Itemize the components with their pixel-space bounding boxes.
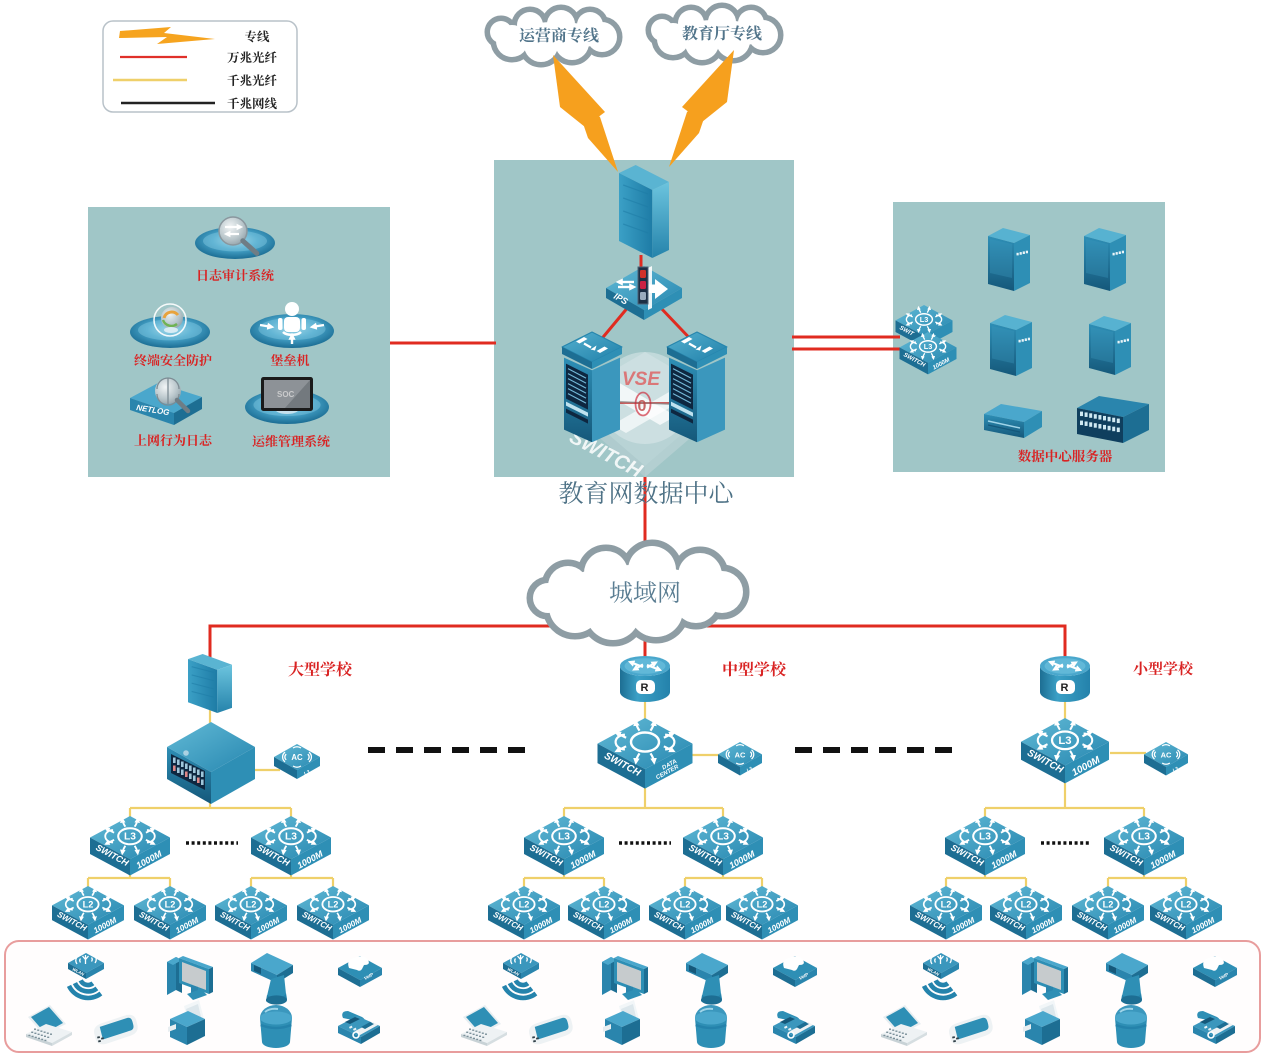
svg-text:L2: L2 bbox=[941, 899, 952, 909]
svg-text:L3: L3 bbox=[1172, 766, 1180, 774]
svg-text:VSE: VSE bbox=[622, 369, 661, 390]
svg-text:R: R bbox=[1061, 682, 1069, 694]
svg-text:AC: AC bbox=[291, 753, 303, 762]
svg-text:L3: L3 bbox=[924, 342, 933, 351]
svg-text:L3: L3 bbox=[920, 315, 929, 324]
svg-text:L3: L3 bbox=[558, 832, 570, 843]
svg-text:0: 0 bbox=[638, 398, 647, 415]
svg-text:L2: L2 bbox=[519, 899, 530, 909]
svg-text:AC: AC bbox=[735, 750, 746, 759]
svg-text:L2: L2 bbox=[680, 899, 691, 909]
svg-text:L3: L3 bbox=[746, 766, 754, 774]
svg-text:WLAN: WLAN bbox=[927, 966, 941, 977]
svg-text:L2: L2 bbox=[165, 899, 176, 909]
svg-text:AC: AC bbox=[1161, 750, 1172, 759]
svg-text:R: R bbox=[641, 682, 649, 694]
svg-text:L3: L3 bbox=[1058, 735, 1071, 747]
svg-text:VoIP: VoIP bbox=[363, 971, 375, 981]
svg-text:L2: L2 bbox=[757, 899, 768, 909]
svg-text:L2: L2 bbox=[1103, 899, 1114, 909]
svg-text:L3: L3 bbox=[124, 832, 136, 843]
svg-text:L2: L2 bbox=[1181, 899, 1192, 909]
svg-text:L2: L2 bbox=[1021, 899, 1032, 909]
svg-text:WLAN: WLAN bbox=[507, 966, 521, 977]
svg-text:L3: L3 bbox=[1138, 832, 1150, 843]
svg-text:L2: L2 bbox=[328, 899, 339, 909]
svg-text:VoIP: VoIP bbox=[798, 971, 810, 981]
svg-text:L2: L2 bbox=[83, 899, 94, 909]
svg-text:L3: L3 bbox=[285, 832, 297, 843]
svg-text:L2: L2 bbox=[599, 899, 610, 909]
svg-text:L3: L3 bbox=[303, 769, 311, 777]
svg-text:SOC: SOC bbox=[277, 390, 295, 399]
svg-text:WLAN: WLAN bbox=[72, 966, 86, 977]
svg-text:L3: L3 bbox=[717, 832, 729, 843]
svg-text:L2: L2 bbox=[246, 899, 257, 909]
svg-text:L3: L3 bbox=[979, 832, 991, 843]
svg-text:VoIP: VoIP bbox=[1218, 971, 1230, 981]
